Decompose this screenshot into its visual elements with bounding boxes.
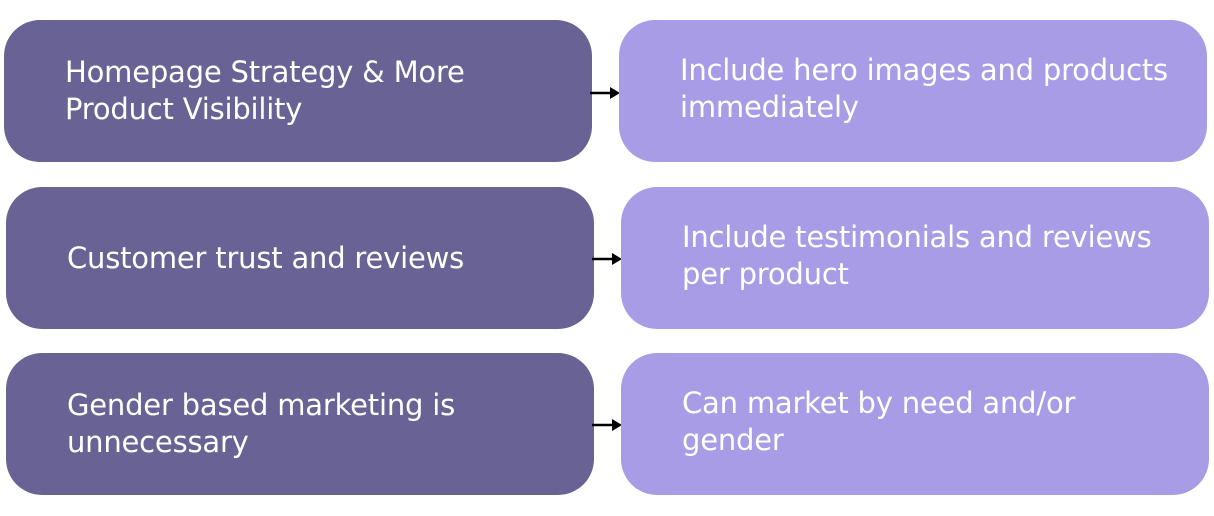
solution-box-3: Can market by need and/or gender — [621, 353, 1209, 495]
problem-box-2: Customer trust and reviews — [6, 187, 594, 329]
arrow-right-icon — [592, 419, 622, 431]
problem-text-3: Gender based marketing is unnecessary — [67, 388, 455, 459]
solution-text-3: Can market by need and/or gender — [682, 386, 1076, 457]
problem-text-1: Homepage Strategy & More Product Visibil… — [65, 55, 465, 126]
solution-box-2: Include testimonials and reviews per pro… — [621, 187, 1209, 329]
problem-text-2: Customer trust and reviews — [67, 240, 465, 275]
arrow-right-icon — [590, 87, 620, 99]
solution-text-1: Include hero images and products immedia… — [680, 53, 1168, 124]
problem-box-3: Gender based marketing is unnecessary — [6, 353, 594, 495]
problem-box-1: Homepage Strategy & More Product Visibil… — [4, 20, 592, 162]
solution-box-1: Include hero images and products immedia… — [619, 20, 1207, 162]
solution-text-2: Include testimonials and reviews per pro… — [682, 220, 1152, 291]
arrow-right-icon — [592, 253, 622, 265]
